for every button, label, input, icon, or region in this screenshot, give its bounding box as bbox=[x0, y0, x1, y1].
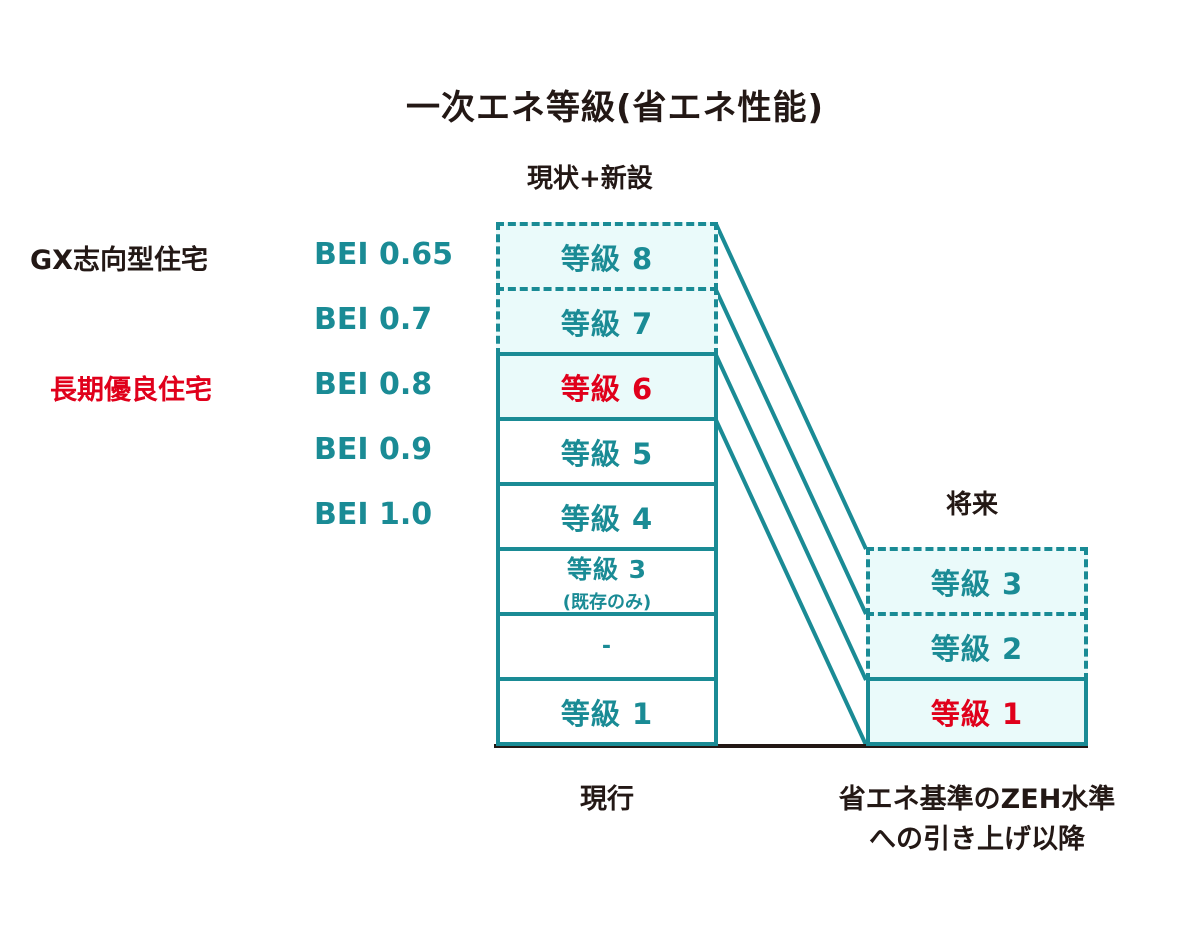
current-grade-2-box: - bbox=[496, 612, 718, 681]
bottom-label-current: 現行 bbox=[580, 784, 634, 815]
grade-label: 等級 1 bbox=[930, 696, 1024, 731]
future-header: 将来 bbox=[946, 490, 999, 520]
future-grade-2-box: 等級 2 bbox=[866, 612, 1088, 681]
current-grade-1-box: 等級 1 bbox=[496, 677, 718, 746]
grade-label: 等級 8 bbox=[560, 241, 654, 276]
side-label-gx: GX志向型住宅 bbox=[30, 245, 208, 276]
grade-label: 等級 2 bbox=[930, 631, 1024, 666]
grade-label: 等級 1 bbox=[560, 696, 654, 731]
grade-label: - bbox=[601, 634, 613, 659]
current-grade-5-box: 等級 5 bbox=[496, 417, 718, 486]
current-grade-7-box: 等級 7 bbox=[496, 287, 718, 356]
future-grade-3-box: 等級 3 bbox=[866, 547, 1088, 616]
grade-label: 等級 7 bbox=[560, 306, 654, 341]
bei-label: BEI 0.8 bbox=[314, 367, 433, 402]
grade-label: 等級 3 bbox=[930, 566, 1024, 601]
current-grade-8-box: 等級 8 bbox=[496, 222, 718, 291]
bottom-label-future-line2: への引き上げ以降 bbox=[869, 824, 1085, 855]
grade-label: 等級 6 bbox=[560, 371, 654, 406]
bei-label: BEI 0.7 bbox=[314, 302, 433, 337]
current-grade-3-box: 等級 3 (既存のみ) bbox=[496, 547, 718, 616]
bei-label: BEI 1.0 bbox=[314, 497, 433, 532]
future-grade-1-box: 等級 1 bbox=[866, 677, 1088, 746]
grade-label: 等級 4 bbox=[560, 501, 654, 536]
bei-label: BEI 0.65 bbox=[314, 237, 453, 272]
current-grade-6-box: 等級 6 bbox=[496, 352, 718, 421]
grade-label: 等級 5 bbox=[560, 436, 654, 471]
current-header: 現状+新設 bbox=[527, 164, 653, 194]
bei-label: BEI 0.9 bbox=[314, 432, 433, 467]
grade-note: (既存のみ) bbox=[562, 591, 652, 613]
grade-label: 等級 3 bbox=[566, 554, 648, 584]
bottom-label-future-line1: 省エネ基準のZEH水準 bbox=[838, 784, 1116, 815]
current-grade-4-box: 等級 4 bbox=[496, 482, 718, 551]
side-label-long-term: 長期優良住宅 bbox=[50, 375, 212, 406]
chart-title: 一次エネ等級(省エネ性能) bbox=[405, 88, 825, 128]
